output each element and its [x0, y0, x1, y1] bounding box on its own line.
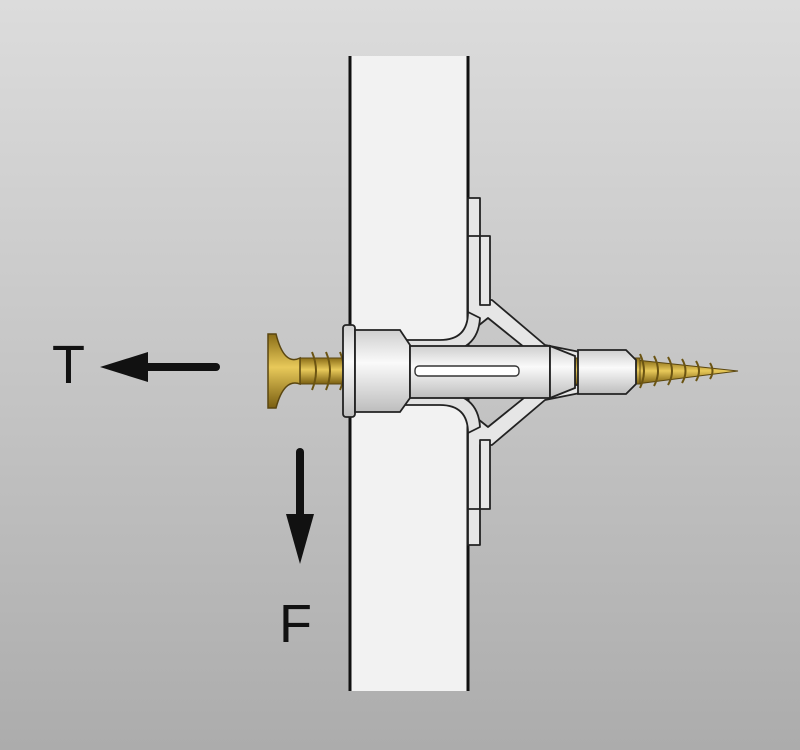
anchor-sleeve	[342, 324, 637, 418]
pull-out-force-arrow	[100, 352, 220, 382]
pull-out-force-label: T	[52, 335, 85, 395]
shear-force-arrow	[286, 448, 314, 564]
shear-force-label: F	[279, 594, 312, 654]
